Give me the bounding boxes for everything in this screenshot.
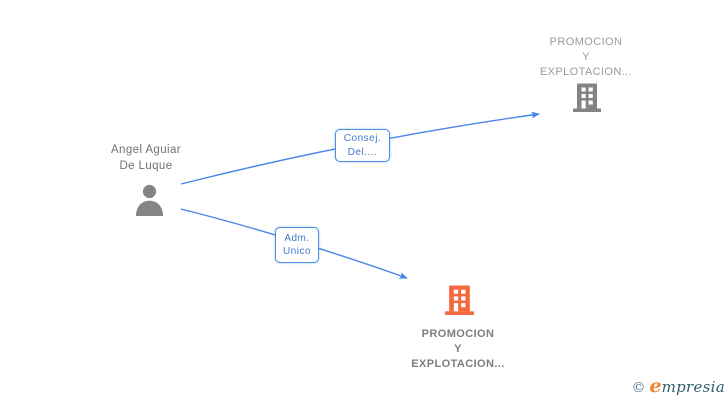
empresia-logo: ©empresia	[631, 375, 725, 397]
person-icon[interactable]	[134, 184, 165, 216]
relationship-box-consej-del[interactable]: Consej. Del....	[335, 129, 390, 162]
building-icon-gray[interactable]	[572, 83, 602, 113]
company-top-label[interactable]: PROMOCION Y EXPLOTACION...	[539, 36, 633, 78]
person-node-label[interactable]: Angel Aguiar De Luque	[110, 144, 181, 172]
logo-initial: e	[649, 375, 662, 397]
logo-text: mpresia	[661, 378, 725, 396]
building-icon-orange[interactable]	[444, 285, 475, 316]
relationship-box-adm-unico[interactable]: Adm. Unico	[275, 227, 319, 263]
copyright-icon: ©	[631, 380, 646, 396]
company-bottom-label[interactable]: PROMOCION Y EXPLOTACION...	[411, 328, 505, 370]
